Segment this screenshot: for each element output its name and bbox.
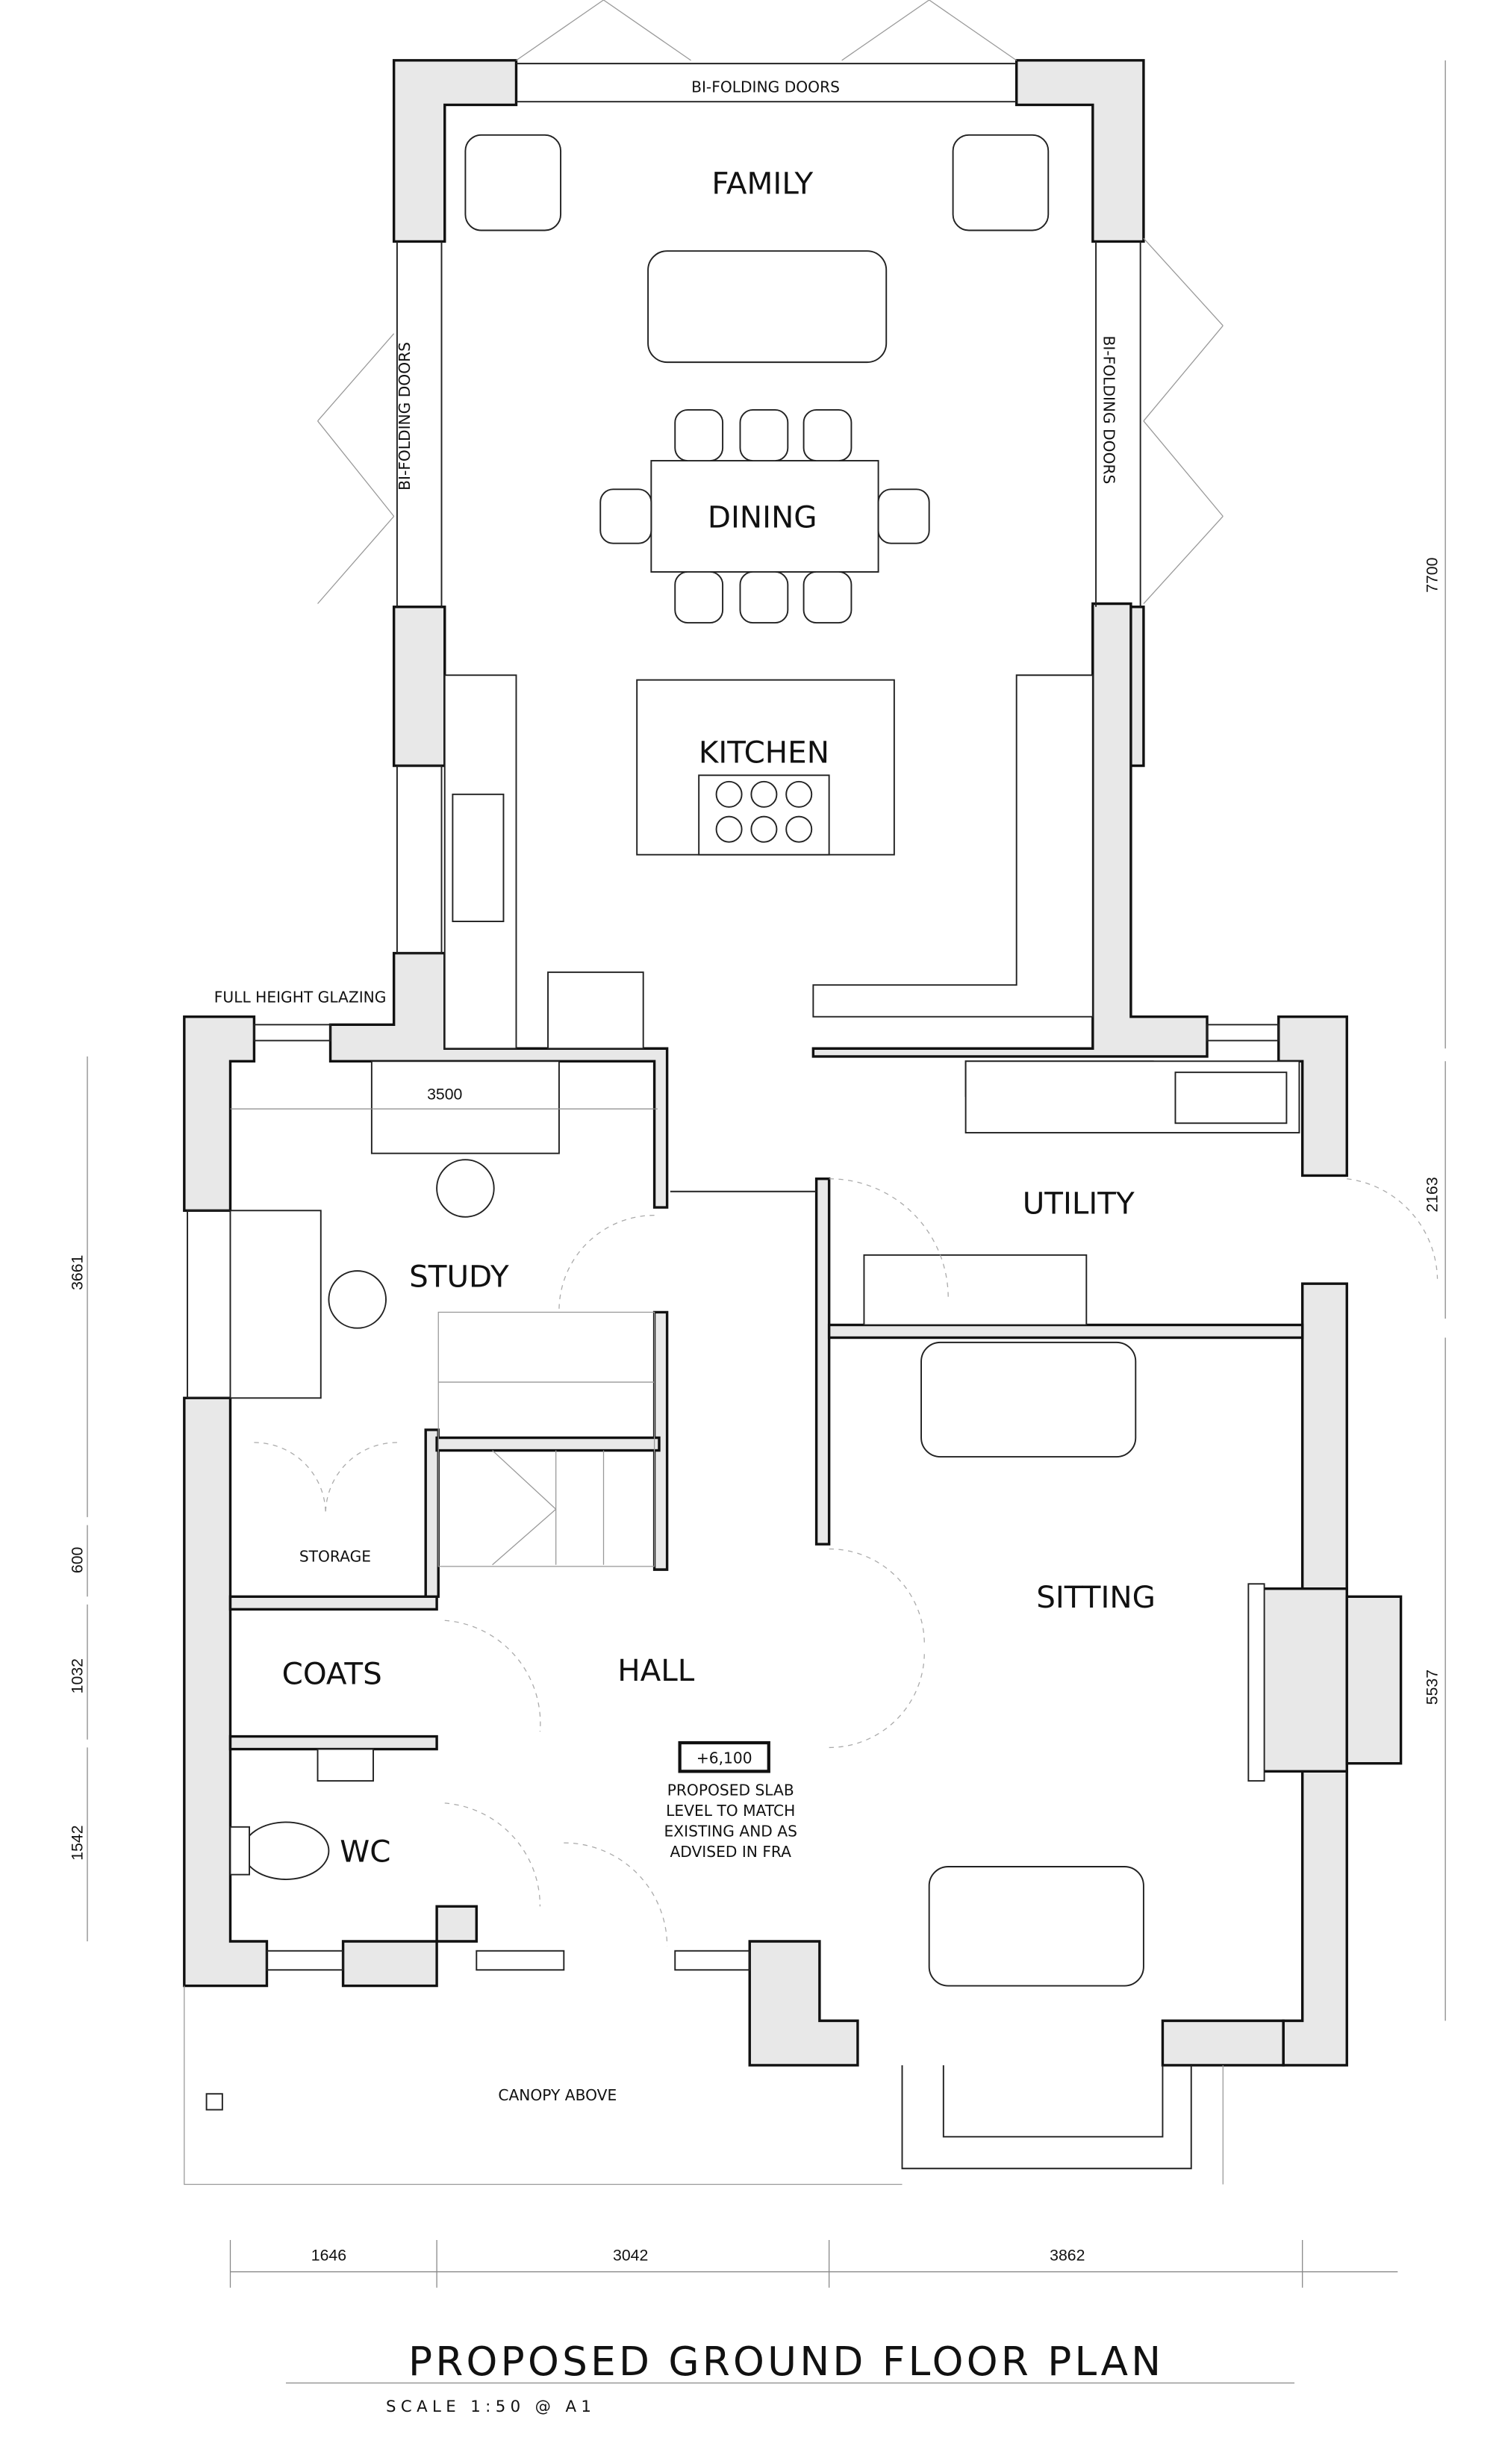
extension-walls — [328, 59, 1209, 1209]
level-box — [678, 1740, 770, 1773]
label-canopy: CANOPY ABOVE — [498, 2086, 617, 2104]
kitchen-units — [443, 674, 1300, 1326]
label-bifold-left: BI-FOLDING DOORS — [396, 342, 414, 491]
room-label-sitting: SITTING — [1036, 1579, 1156, 1615]
stairs — [437, 1311, 655, 1567]
label-bifold-top: BI-FOLDING DOORS — [691, 78, 840, 96]
level-note-line: EXISTING AND AS — [664, 1823, 797, 1841]
room-label-wc: WC — [340, 1834, 390, 1870]
sofa-icon — [647, 250, 888, 364]
room-label-utility: UTILITY — [1023, 1186, 1135, 1222]
chair-icon — [436, 1159, 495, 1218]
desk — [370, 1060, 560, 1154]
dim-left-study: 3661 — [69, 1255, 87, 1290]
utility-sink-icon — [1174, 1071, 1288, 1124]
label-full-height-glazing: FULL HEIGHT GLAZING — [214, 989, 387, 1007]
sink-icon — [452, 793, 505, 922]
room-label-family: FAMILY — [711, 166, 813, 202]
dim-bottom-right: 3862 — [1050, 2247, 1085, 2265]
dim-right-utility: 2163 — [1424, 1177, 1441, 1212]
level-note-line: PROPOSED SLAB — [667, 1781, 794, 1799]
drawing-title: PROPOSED GROUND FLOOR PLAN — [408, 2339, 1164, 2385]
dim-right-sitting: 5537 — [1424, 1670, 1441, 1705]
label-bifold-right: BI-FOLDING DOORS — [1100, 336, 1118, 485]
house-walls — [183, 1015, 1403, 2067]
armchair-icon — [464, 134, 562, 231]
sofa-icon — [928, 1866, 1144, 1987]
dim-left-coats: 1032 — [69, 1658, 87, 1693]
toilet-icon — [242, 1821, 330, 1880]
drawing-scale: SCALE 1:50 @ A1 — [386, 2398, 596, 2416]
dim-left-storage: 600 — [69, 1547, 87, 1573]
bifold-doors — [317, 0, 1224, 954]
windows — [187, 1024, 1280, 2170]
canopy-post — [205, 2093, 223, 2111]
level-value: +6,100 — [696, 1749, 752, 1767]
armchair-icon — [952, 134, 1050, 231]
basin-icon — [317, 1748, 374, 1782]
level-note-line: ADVISED IN FRA — [670, 1843, 791, 1861]
dim-left-wc: 1542 — [69, 1825, 87, 1860]
room-label-kitchen: KITCHEN — [699, 734, 829, 770]
level-note-line: LEVEL TO MATCH — [666, 1802, 795, 1820]
desk — [229, 1210, 322, 1399]
room-label-hall: HALL — [617, 1652, 695, 1688]
sofa-icon — [920, 1341, 1137, 1458]
dim-bottom-left: 1646 — [311, 2247, 346, 2265]
room-label-study: STUDY — [409, 1258, 509, 1294]
furniture — [229, 134, 1265, 1987]
dim-study-desk: 3500 — [427, 1085, 462, 1103]
dining-table — [650, 460, 879, 573]
door-swings — [254, 1178, 1439, 1947]
room-label-coats: COATS — [282, 1655, 382, 1691]
dim-right-extension: 7700 — [1424, 558, 1441, 593]
dim-bottom-middle: 3042 — [613, 2247, 648, 2265]
chair-icon — [328, 1270, 387, 1329]
room-label-storage: STORAGE — [299, 1547, 371, 1565]
room-label-dining: DINING — [708, 499, 817, 535]
canopy-outline — [184, 1985, 1224, 2185]
dimension-lines — [87, 60, 1446, 2384]
